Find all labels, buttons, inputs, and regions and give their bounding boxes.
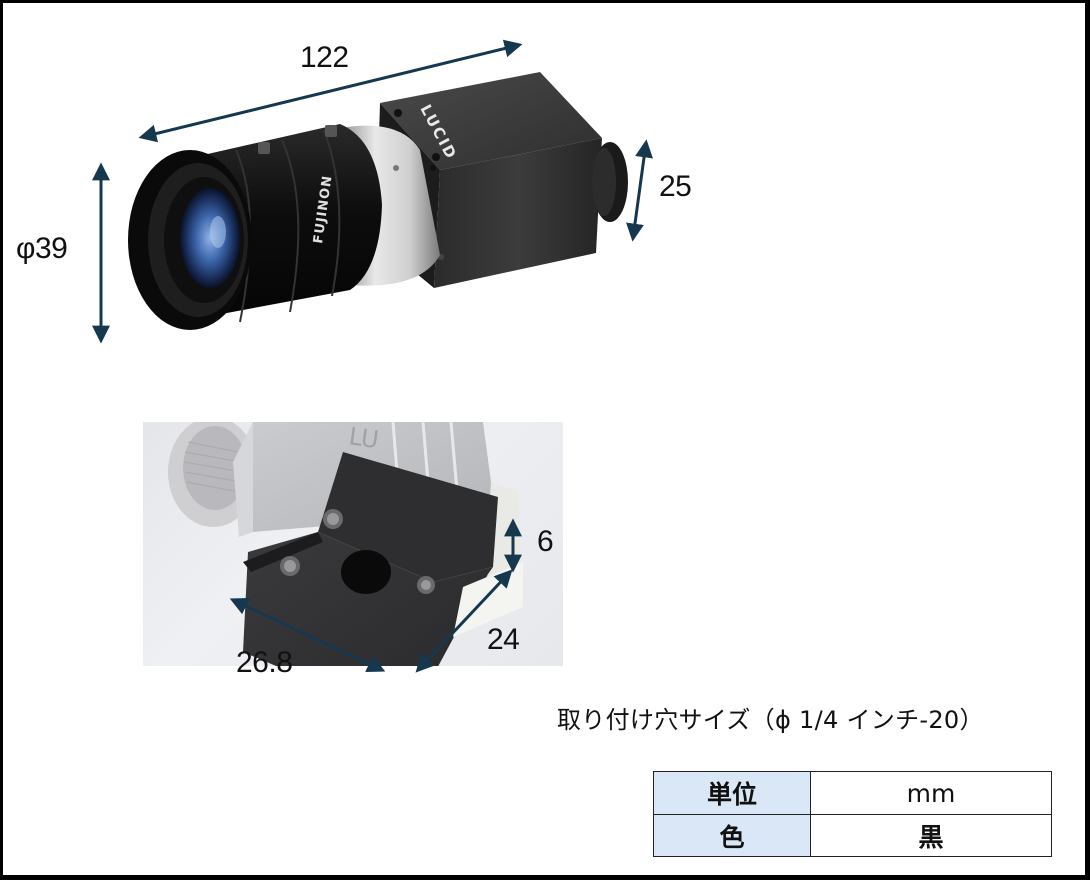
plate-width-dimension-label: 26.8 [236,646,293,679]
lens-front [128,150,252,330]
height-dimension-arrow [626,139,653,242]
spec-key-unit: 単位 [653,771,811,815]
spec-value-unit: mm [810,771,1052,815]
height-dimension-label: 25 [659,170,692,203]
camera-with-lens-illustration: LUCID FUJINON [92,39,653,344]
spec-table: 単位 mm 色 黒 [653,771,1052,857]
plate-thickness-dimension-label: 6 [537,525,554,558]
mount-hole-size-caption: 取り付け穴サイズ（ϕ 1/4 インチ-20） [557,706,984,734]
length-dimension-arrow [138,39,523,143]
table-row: 単位 mm [653,771,1052,815]
plate-depth-dimension-label: 24 [487,623,520,656]
spec-value-color: 黒 [810,814,1052,857]
diameter-dimension-label: φ39 [16,232,68,265]
mount-hole [341,550,391,594]
spec-key-color: 色 [653,814,811,857]
length-dimension-label: 122 [300,41,349,74]
table-row: 色 黒 [653,814,1052,857]
svg-text:LU: LU [347,422,380,454]
